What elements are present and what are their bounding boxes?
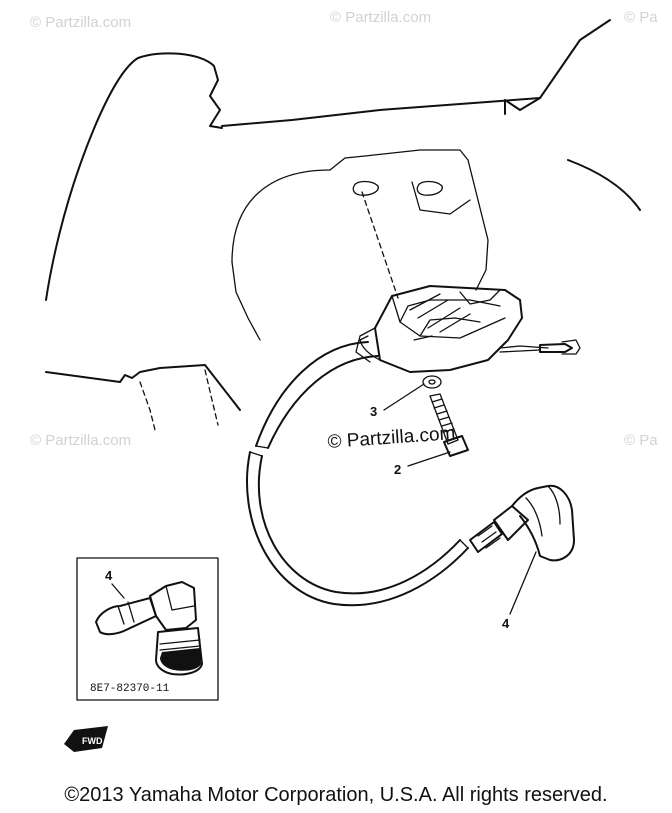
part-number-label: 8E7-82370-11 (90, 683, 170, 695)
watermark-top-left: © Partzilla.com (30, 14, 131, 31)
bolt (429, 393, 469, 457)
alignment-leader (361, 191, 399, 299)
ignition-coil (355, 285, 581, 373)
spark-plug-cap (469, 484, 575, 562)
callout-leader-cap-main (509, 551, 537, 615)
watermark-mid-left: © Partzilla.com (30, 432, 131, 449)
callout-cap-main: 4 (502, 616, 510, 631)
copyright-footer: ©2013 Yamaha Motor Corporation, U.S.A. A… (64, 784, 608, 806)
fwd-marker: FWD (64, 726, 108, 752)
watermark-top-center: © Partzilla.com (330, 9, 431, 26)
frame-outline (45, 19, 641, 431)
watermark-mid-right: © Pa (624, 432, 658, 449)
inset-box: 4 8E7-82370-11 (76, 557, 219, 701)
washer (422, 375, 442, 389)
callout-bolt: 2 (394, 462, 401, 477)
callout-washer: 3 (370, 404, 377, 419)
callout-leader-bolt (407, 451, 451, 467)
callout-leader-washer (383, 383, 425, 411)
high-tension-lead (246, 341, 469, 607)
watermark-top-right: © Pa (624, 9, 658, 26)
washer-hole (428, 379, 436, 385)
watermark-center: © Partzilla.com (327, 423, 456, 453)
fwd-label: FWD (82, 736, 103, 746)
callout-cap-inset: 4 (105, 568, 113, 583)
callout-leader-cap-inset (111, 583, 125, 599)
